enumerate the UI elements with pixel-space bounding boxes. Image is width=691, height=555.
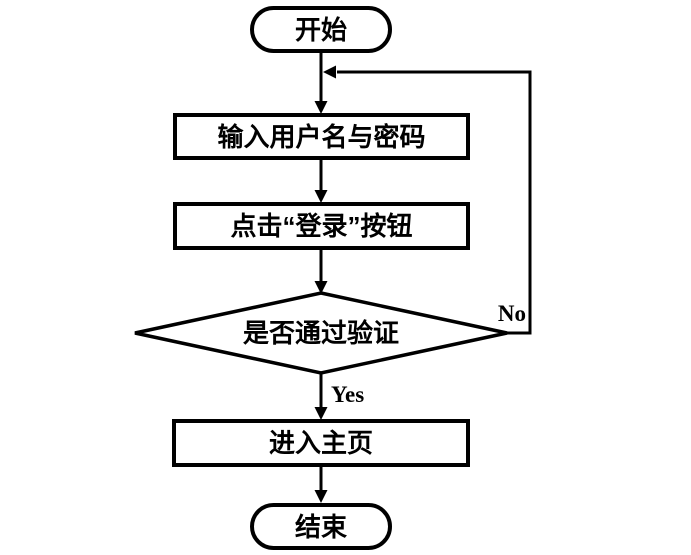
node-click-label: 点击“登录”按钮 — [230, 211, 413, 241]
arrowhead-into-end — [314, 490, 328, 503]
node-end: 结束 — [250, 503, 392, 550]
node-enter-homepage: 进入主页 — [172, 419, 470, 467]
node-decision-verify: 是否通过验证 — [135, 293, 507, 373]
arrowhead-into-home — [314, 407, 328, 420]
node-decision-label: 是否通过验证 — [242, 318, 399, 348]
edge-label-yes: Yes — [331, 383, 364, 406]
arrowhead-into-click — [314, 190, 328, 203]
arrowhead-no-merge — [323, 65, 336, 79]
yes-label-text: Yes — [331, 382, 365, 407]
node-home-label: 进入主页 — [268, 428, 373, 458]
edge-no-return-loop — [337, 70, 532, 335]
node-end-label: 结束 — [294, 511, 347, 542]
node-start: 开始 — [250, 6, 392, 53]
arrowhead-into-input — [314, 101, 328, 114]
node-click-login: 点击“登录”按钮 — [173, 202, 470, 250]
node-input-label: 输入用户名与密码 — [217, 121, 426, 152]
node-start-label: 开始 — [294, 14, 347, 45]
arrowhead-into-decision — [314, 281, 328, 294]
edge-label-no: No — [496, 302, 526, 325]
node-input-credentials: 输入用户名与密码 — [173, 113, 470, 160]
no-label-text: No — [497, 301, 526, 326]
